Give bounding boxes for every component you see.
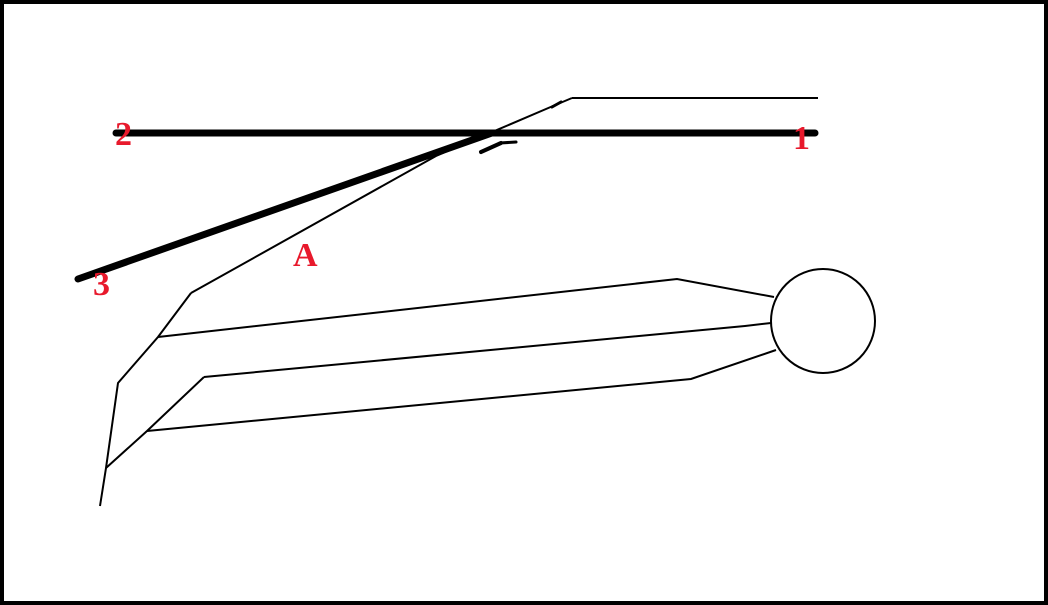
upper-tick [550,100,563,109]
crossing-tick-short [498,140,518,145]
upper-converging-line [157,277,775,338]
crossing-tick [479,141,503,154]
middle-converging-line [203,322,772,378]
circle-node [770,268,876,374]
label-1: 1 [793,120,810,157]
label-3: 3 [93,266,110,303]
label-a: A [293,237,318,274]
lower-converging-line [146,349,777,432]
thick-line-3 [74,129,496,283]
left-branch-outer [99,292,192,507]
label-2: 2 [115,116,132,153]
